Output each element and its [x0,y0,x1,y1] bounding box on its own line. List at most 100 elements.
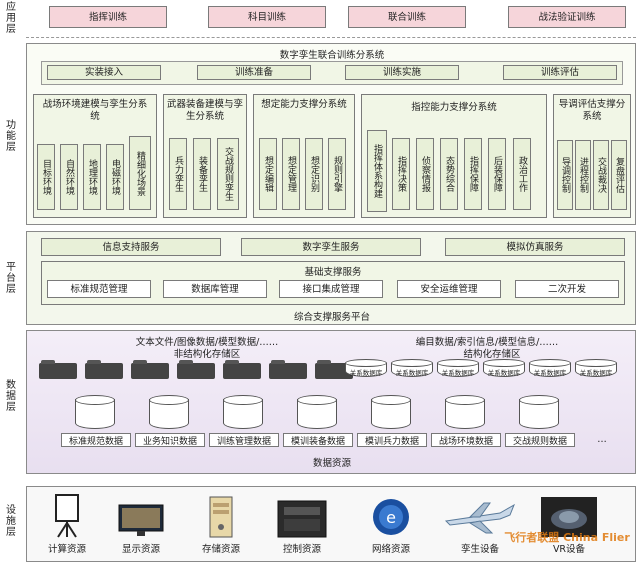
device-display[interactable]: 显示资源 [111,501,171,555]
relational-db-icon: 关系数据库 [575,359,617,377]
base-item-database[interactable]: 数据库管理 [163,280,267,298]
database-icon [445,395,485,429]
device-storage[interactable]: 存储资源 [191,493,251,555]
sub1-item-2[interactable]: 地理环境 [83,144,101,210]
subsystem-director-title: 导调评估支撑分系统 [558,99,626,122]
app-layer: 指挥训练 科目训练 联合训练 战法验证训练 [26,0,636,38]
subsystem-scenario-title: 想定能力支撑分系统 [261,99,347,110]
base-item-standard[interactable]: 标准规范管理 [47,280,151,298]
subsystem-weapon-title: 武器装备建模与孪生分系统 [167,99,244,122]
device-twin[interactable]: 孪生设备 [437,495,523,555]
service-sim[interactable]: 模拟仿真服务 [445,238,625,256]
data-resource-force[interactable]: 模训兵力数据 [357,433,427,447]
relational-db-icon: 关系数据库 [437,359,479,377]
folder-icon [223,360,261,379]
presentation-board-icon [55,494,79,538]
sub4-item-0[interactable]: 指挥体系构建 [367,130,387,212]
network-globe-icon: e [373,499,409,535]
database-icon [297,395,337,429]
database-icon [519,395,559,429]
twin-item-prepare[interactable]: 训练准备 [197,65,311,80]
watermark: 飞行者联盟 China Flier [504,531,630,544]
unstructured-title: 非结构化存储区 [173,349,241,360]
display-monitor-icon [118,504,164,536]
device-control[interactable]: 控制资源 [269,499,335,555]
base-item-dev[interactable]: 二次开发 [515,280,619,298]
data-resource-standard[interactable]: 标准规范数据 [61,433,131,447]
app-item-tactics-training[interactable]: 战法验证训练 [508,6,626,28]
twin-item-access[interactable]: 实装接入 [47,65,161,80]
structured-title: 结构化存储区 [463,349,521,360]
relational-db-icon: 关系数据库 [483,359,525,377]
func-layer: 数字孪生联合训练分系统 实装接入 训练准备 训练实施 训练评估 战场环境建模与孪… [26,43,636,225]
sub5-item-0[interactable]: 导调控制 [557,140,573,210]
service-info[interactable]: 信息支持服务 [41,238,221,256]
sub4-item-5[interactable]: 后装保障 [488,138,506,210]
sub3-item-3[interactable]: 规则引擎 [328,138,346,210]
app-item-command-training[interactable]: 指挥训练 [49,6,167,28]
folder-icon [85,360,123,379]
layer-label-func: 功能层 [6,120,16,153]
data-resource-environment[interactable]: 战场环境数据 [431,433,501,447]
data-resource-training[interactable]: 训练管理数据 [209,433,279,447]
sub1-item-1[interactable]: 自然环境 [60,144,78,210]
sub3-item-2[interactable]: 想定识别 [305,138,323,210]
layer-label-app: 应用层 [6,2,16,35]
app-item-joint-training[interactable]: 联合训练 [348,6,466,28]
sub5-item-3[interactable]: 复盘评估 [611,140,627,210]
sub4-item-3[interactable]: 态势综合 [440,138,458,210]
twin-item-execute[interactable]: 训练实施 [345,65,459,80]
sub1-item-3[interactable]: 电磁环境 [106,144,124,210]
subsystem-command-title: 指控能力支撑分系统 [411,102,497,113]
folder-icon [131,360,169,379]
sub1-item-0[interactable]: 目标环境 [37,144,55,210]
device-compute[interactable]: 计算资源 [37,493,97,555]
twin-system-title: 数字孪生联合训练分系统 [279,50,385,61]
layer-label-infra: 设施层 [6,505,16,538]
base-item-security[interactable]: 安全运维管理 [397,280,501,298]
service-twin[interactable]: 数字孪生服务 [241,238,421,256]
unstructured-desc: 文本文件/图像数据/模型数据/…… [135,337,279,348]
vr-device-icon [541,497,597,537]
svg-text:e: e [386,508,396,527]
sub4-item-4[interactable]: 指挥保障 [464,138,482,210]
folder-icon [39,360,77,379]
base-item-interface[interactable]: 接口集成管理 [279,280,383,298]
data-resource-knowledge[interactable]: 业务知识数据 [135,433,205,447]
relational-db-icon: 关系数据库 [345,359,387,377]
database-icon [149,395,189,429]
platform-layer: 信息支持服务 数字孪生服务 模拟仿真服务 基础支撑服务 标准规范管理 数据库管理… [26,231,636,325]
sub4-item-2[interactable]: 侦察情报 [416,138,434,210]
database-icon [371,395,411,429]
twin-aircraft-icon [444,502,515,534]
data-resource-equipment[interactable]: 模训装备数据 [283,433,353,447]
structured-desc: 编目数据/索引信息/模型信息/…… [415,337,559,348]
data-resource-rules[interactable]: 交战规则数据 [505,433,575,447]
sub5-item-1[interactable]: 进程控制 [575,140,591,210]
app-item-subject-training[interactable]: 科目训练 [208,6,326,28]
relational-db-icon: 关系数据库 [529,359,571,377]
database-icon [75,395,115,429]
folder-icon [315,360,353,379]
sub3-item-1[interactable]: 想定管理 [282,138,300,210]
data-ellipsis: … [597,434,607,445]
sub1-item-4[interactable]: 精细化场景 [129,136,151,210]
sub3-item-0[interactable]: 想定编辑 [259,138,277,210]
sub2-item-2[interactable]: 交战规则孪生 [217,138,239,210]
device-network[interactable]: e 网络资源 [361,495,421,555]
sub2-item-0[interactable]: 兵力孪生 [169,138,187,210]
sub4-item-1[interactable]: 指挥决策 [392,138,410,210]
data-footer: 数据资源 [312,458,351,469]
sub5-item-2[interactable]: 交战裁决 [593,140,609,210]
infra-layer: 计算资源 显示资源 存储资源 控制资源 e 网络资源 孪生设备 VR设备 飞行者… [26,486,636,562]
sub4-item-6[interactable]: 政治工作 [513,138,531,210]
database-icon [223,395,263,429]
relational-db-icon: 关系数据库 [391,359,433,377]
sub2-item-1[interactable]: 装备孪生 [193,138,211,210]
device-vr[interactable]: VR设备 [531,495,607,555]
subsystem-battlefield-title: 战场环境建模与孪生分系统 [42,99,148,122]
twin-item-evaluate[interactable]: 训练评估 [503,65,617,80]
layer-label-platform: 平台层 [6,262,16,295]
data-layer: 文本文件/图像数据/模型数据/…… 非结构化存储区 编目数据/索引信息/模型信息… [26,330,636,474]
layer-label-data: 数据层 [6,380,16,413]
